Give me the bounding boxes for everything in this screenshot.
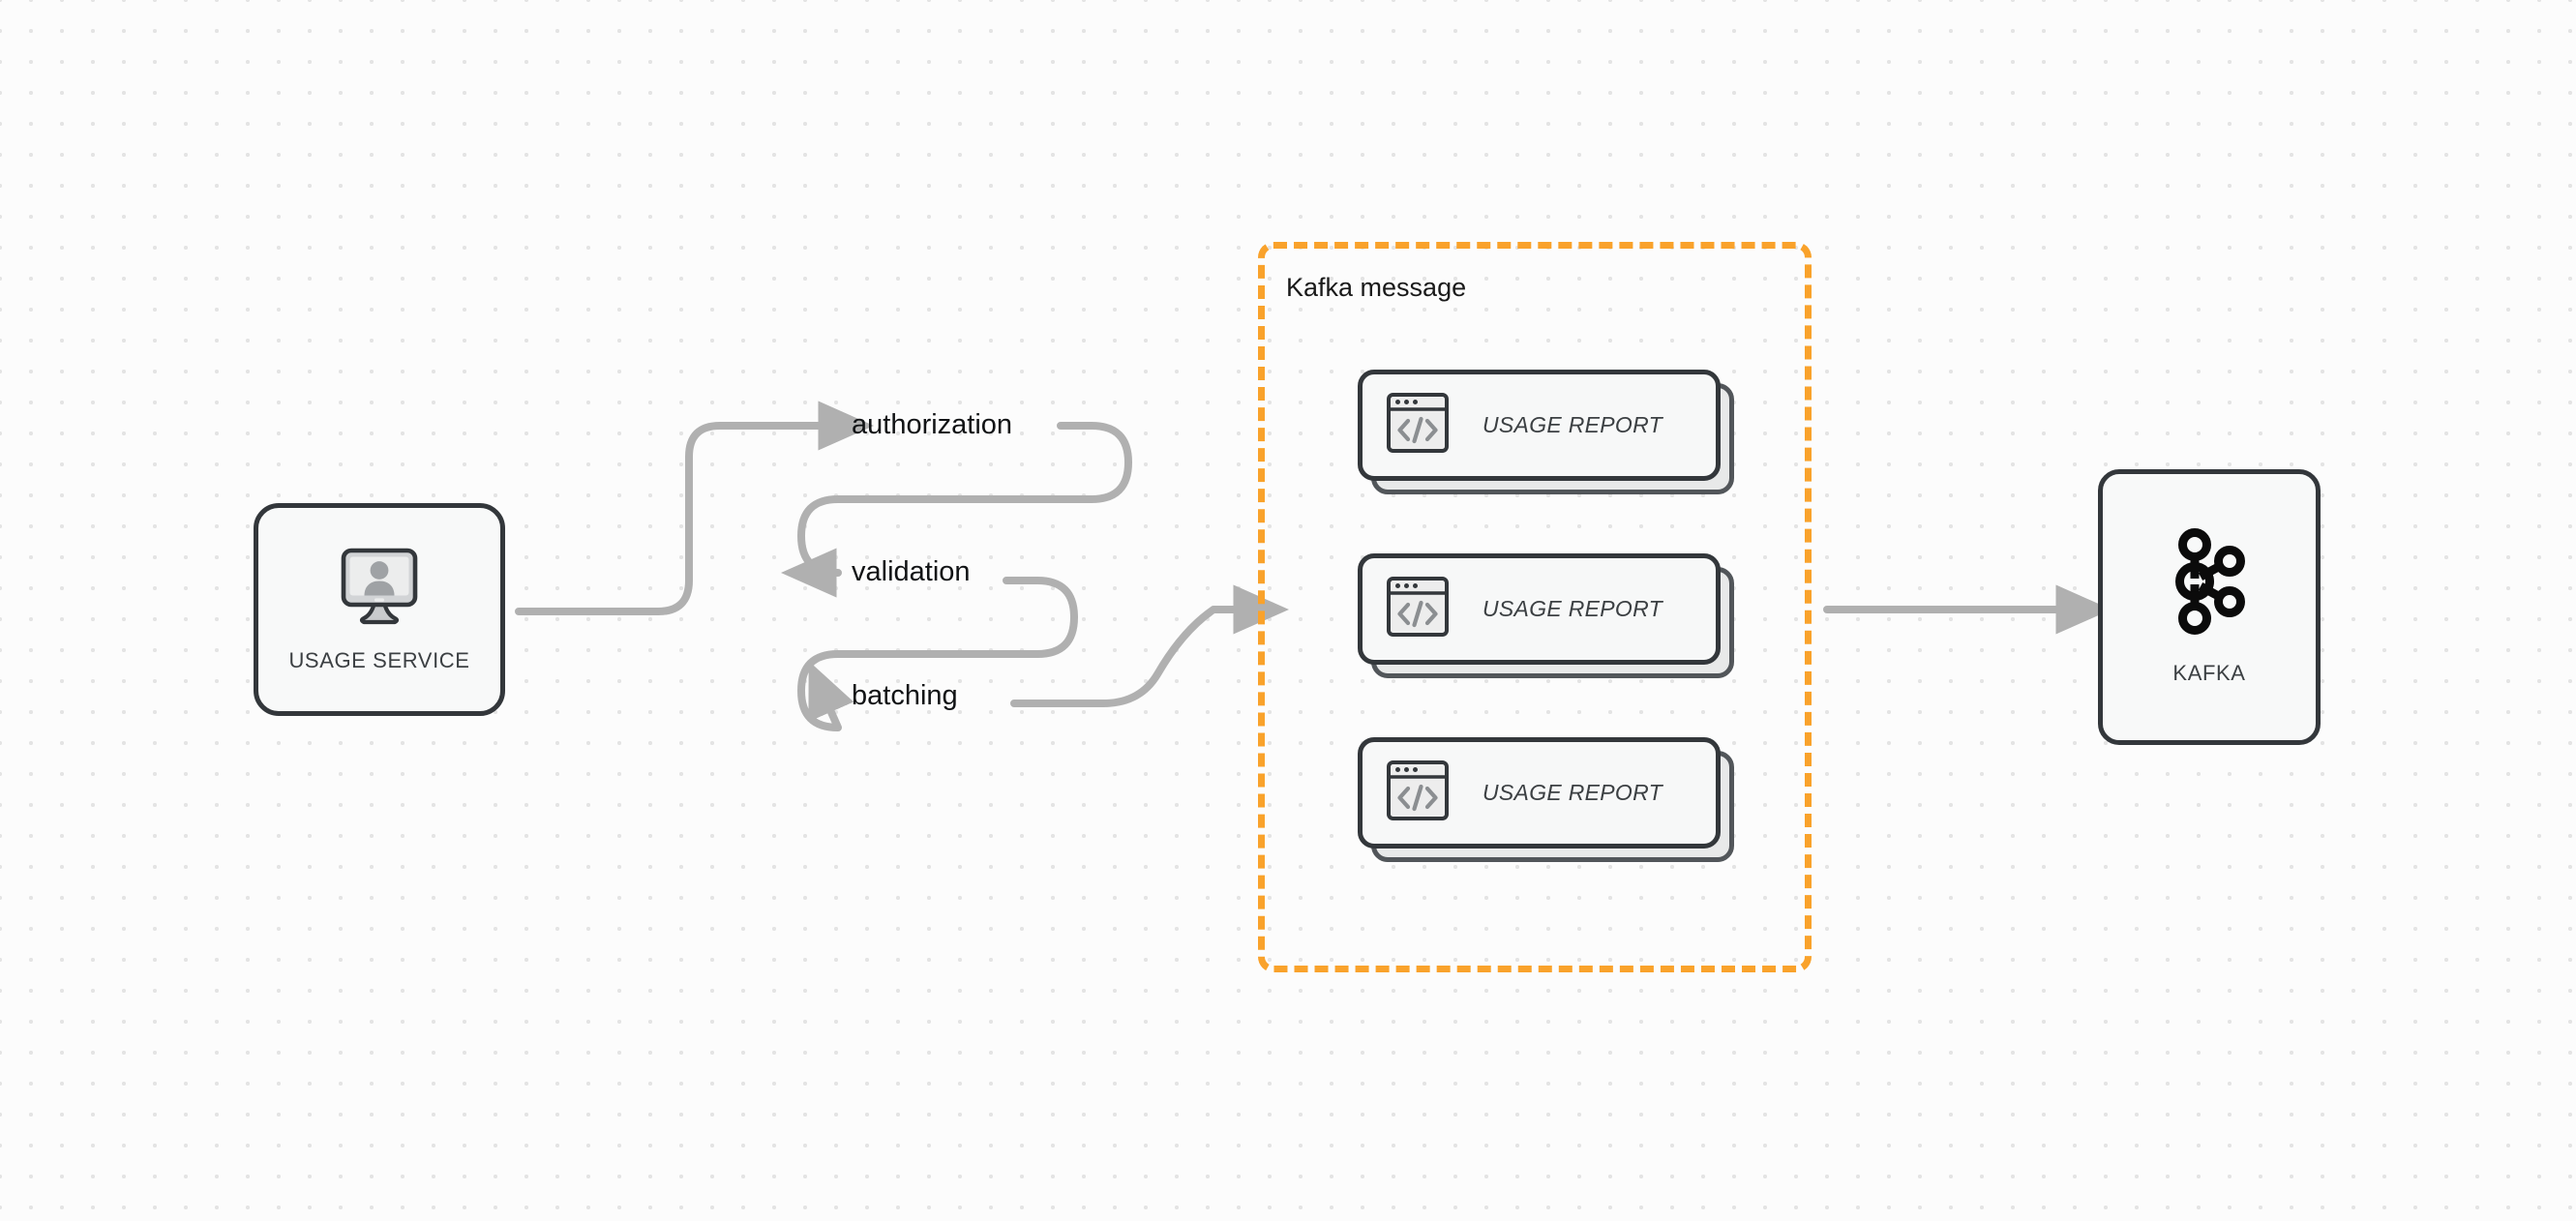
edge-batching-to-kafka-message — [1010, 584, 1289, 707]
edge-authorization-to-validation — [781, 422, 1132, 598]
node-kafka[interactable]: KAFKA — [2098, 469, 2321, 745]
node-usage-service[interactable]: USAGE SERVICE — [254, 503, 505, 716]
usage-report-card[interactable]: USAGE REPORT — [1358, 370, 1734, 494]
card-front: USAGE REPORT — [1358, 370, 1721, 481]
kafka-message-group[interactable]: Kafka message USAGE REP — [1258, 242, 1812, 972]
usage-report-label: USAGE REPORT — [1483, 780, 1662, 805]
code-window-icon — [1386, 391, 1450, 460]
usage-report-card[interactable]: USAGE REPORT — [1358, 737, 1734, 862]
kafka-message-title: Kafka message — [1286, 273, 1467, 302]
usage-report-card[interactable]: USAGE REPORT — [1358, 553, 1734, 678]
usage-report-label: USAGE REPORT — [1483, 596, 1662, 621]
card-front: USAGE REPORT — [1358, 737, 1721, 849]
step-label-authorization[interactable]: authorization — [852, 409, 1013, 440]
code-window-icon — [1386, 759, 1450, 827]
code-window-icon — [1386, 575, 1450, 643]
node-label-kafka: KAFKA — [2172, 661, 2246, 685]
step-label-batching[interactable]: batching — [852, 680, 958, 711]
card-front: USAGE REPORT — [1358, 553, 1721, 665]
kafka-logo-icon — [2172, 528, 2247, 640]
node-label-usage-service: USAGE SERVICE — [288, 647, 470, 672]
monitor-user-icon — [335, 547, 424, 631]
step-label-validation[interactable]: validation — [852, 556, 971, 587]
usage-report-label: USAGE REPORT — [1483, 412, 1662, 437]
edge-usage-service-to-authorization — [515, 401, 874, 615]
